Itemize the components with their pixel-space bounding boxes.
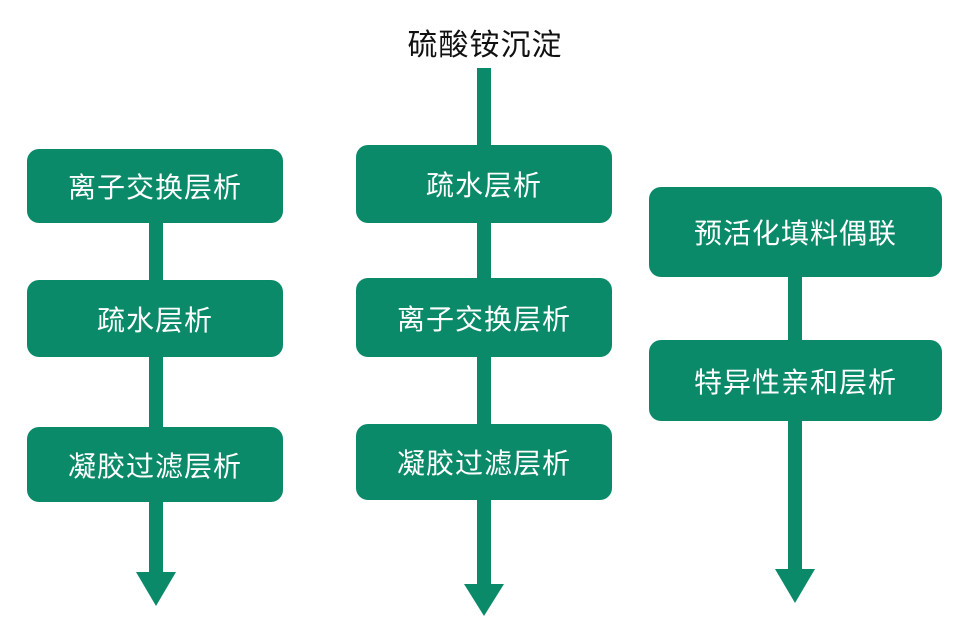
col2-step3-box: 凝胶过滤层析 xyxy=(356,424,612,500)
col2-step2-box: 离子交换层析 xyxy=(356,278,612,357)
col3-step2-box: 特异性亲和层析 xyxy=(649,340,942,421)
col1-step2-box: 疏水层析 xyxy=(27,280,283,357)
col1-arrowhead xyxy=(136,572,176,606)
col1-step1-box: 离子交换层析 xyxy=(27,149,283,223)
col1-line xyxy=(149,222,163,574)
col3-step1-box: 预活化填料偶联 xyxy=(649,187,942,277)
col1-step3-box: 凝胶过滤层析 xyxy=(27,427,283,502)
diagram-title: 硫酸铵沉淀 xyxy=(407,28,563,63)
col2-arrowhead xyxy=(464,584,504,616)
col3-line xyxy=(788,275,802,571)
col3-arrowhead xyxy=(775,569,815,603)
col2-step1-box: 疏水层析 xyxy=(356,145,612,223)
